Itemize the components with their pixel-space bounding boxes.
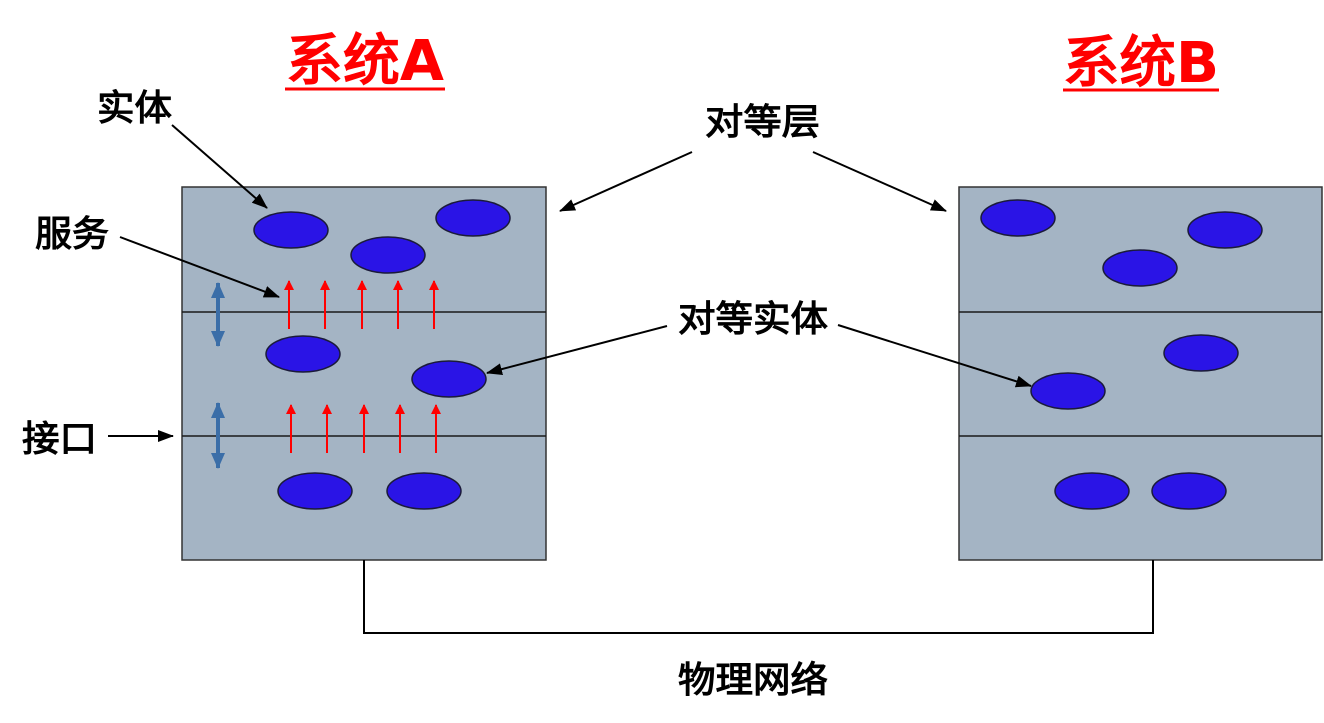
system-b-entity	[1102, 249, 1178, 287]
service-label: 服务	[35, 214, 109, 255]
system-b-box	[958, 186, 1323, 561]
system-a-entity	[253, 211, 329, 249]
peer-entity-pointer-arrow-left	[486, 325, 668, 376]
interface-label: 接口	[22, 419, 97, 460]
system-a-entity	[277, 472, 353, 510]
system-a-entity	[350, 236, 426, 274]
system-b-entity	[1054, 472, 1130, 510]
peer-entity-pointer-arrow-right	[837, 324, 1032, 388]
entity-label: 实体	[97, 88, 172, 129]
system-b-entity	[1151, 472, 1227, 510]
system-a-title: 系统A	[286, 29, 445, 94]
peer-layer-pointer-arrow-left	[559, 151, 693, 212]
system-a-title-group: 系统A	[285, 29, 445, 94]
system-b-entity	[1187, 211, 1263, 249]
system-b-title: 系统B	[1063, 31, 1219, 96]
system-b-stack	[958, 186, 1323, 561]
system-a-entity	[386, 472, 462, 510]
physical-network-label: 物理网络	[678, 659, 828, 701]
system-b-peer-entity	[1030, 372, 1106, 410]
system-a-entity	[265, 335, 341, 373]
peer-entity-label: 对等实体	[678, 299, 828, 340]
system-a-peer-entity	[411, 360, 487, 398]
system-b-entity	[1163, 334, 1239, 372]
system-b-entity	[980, 199, 1056, 237]
system-a-entity	[435, 199, 511, 237]
peer-layer-pointer-arrow-right	[812, 151, 947, 212]
service-pointer-arrow	[119, 236, 280, 298]
physical-network-link	[363, 560, 1154, 634]
system-b-title-group: 系统B	[1063, 31, 1219, 96]
entity-pointer-arrow	[171, 124, 268, 209]
system-a-stack	[181, 186, 547, 561]
peer-layer-label: 对等层	[705, 102, 820, 143]
